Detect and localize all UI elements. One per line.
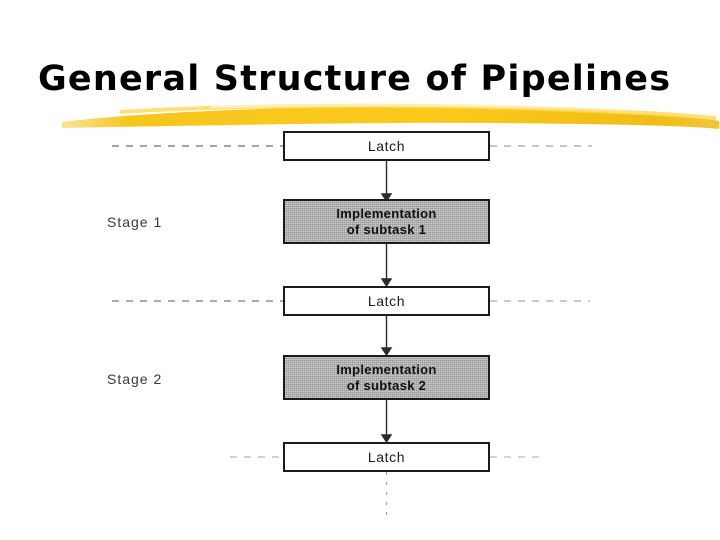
latch-box-1: Latch	[283, 131, 490, 161]
implementation-box-2: Implementation of subtask 2	[283, 355, 490, 400]
latch-box-2: Latch	[283, 286, 490, 316]
arrowhead-impl1	[380, 193, 393, 203]
arrowhead-latch2	[380, 278, 393, 288]
stage-label-1: Stage 1	[107, 214, 163, 230]
implementation-box-1-line1: Implementation	[336, 205, 437, 221]
page-title: General Structure of Pipelines	[38, 59, 672, 99]
implementation-box-2-line1: Implementation	[336, 361, 437, 377]
latch-box-3: Latch	[283, 442, 490, 472]
stage-label-2: Stage 2	[107, 371, 163, 387]
arrowhead-impl2	[380, 347, 393, 357]
implementation-box-1-line2: of subtask 1	[346, 221, 427, 237]
implementation-box-1: Implementation of subtask 1	[283, 199, 490, 244]
implementation-box-2-line2: of subtask 2	[346, 377, 427, 393]
arrowhead-latch3	[380, 434, 393, 444]
